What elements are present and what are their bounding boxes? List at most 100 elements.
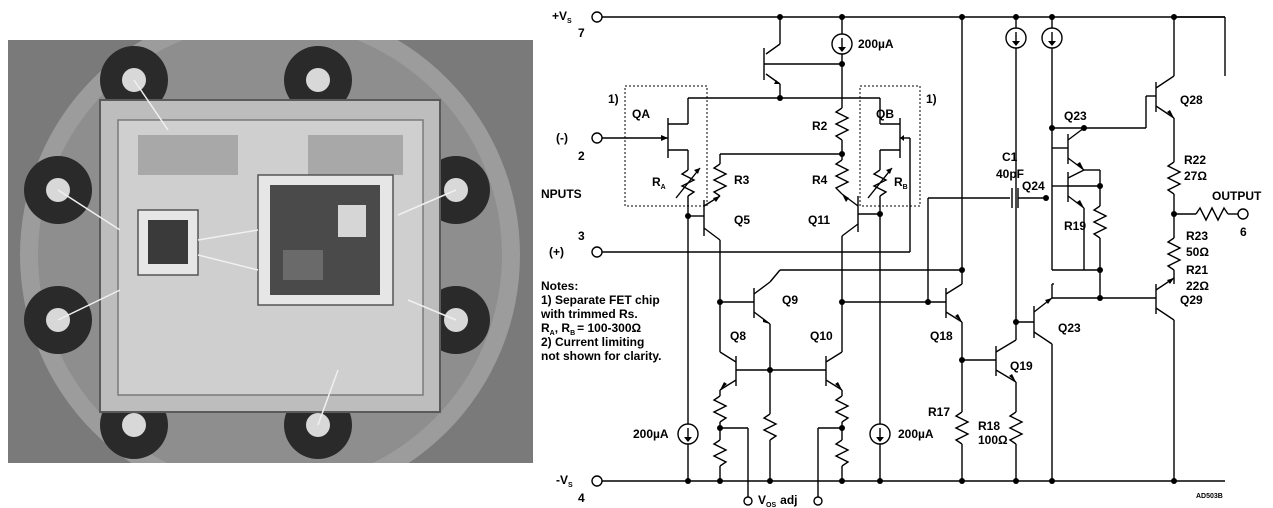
resistor-q8-lower xyxy=(712,439,728,467)
transistor-q23-upper xyxy=(1051,127,1085,171)
r21-label: R21 xyxy=(1186,263,1208,277)
transistor-q8 xyxy=(719,351,737,391)
bond-wire-7 xyxy=(197,229,259,241)
notes-block: Notes: 1) Separate FET chip with trimmed… xyxy=(540,279,661,363)
junction xyxy=(839,478,845,484)
resistor-r21 xyxy=(1166,237,1182,271)
resistor-r2 xyxy=(834,107,850,141)
q5-label: Q5 xyxy=(734,213,750,227)
inverting-input-terminal xyxy=(591,132,603,144)
notes-line-1: 1) Separate FET chip xyxy=(541,293,660,307)
pin-7-number: 7 xyxy=(578,26,585,40)
junction xyxy=(1043,195,1049,201)
jfet-qa xyxy=(661,98,689,170)
r22-value: 27Ω xyxy=(1184,169,1207,183)
transistor-q23-lower xyxy=(1033,283,1054,481)
bond-wire-4 xyxy=(397,189,457,216)
bond-wire-6 xyxy=(317,369,339,426)
junction xyxy=(717,478,723,484)
noninverting-input-terminal xyxy=(591,246,603,258)
r21-value: 22Ω xyxy=(1186,279,1209,293)
q11-label: Q11 xyxy=(808,213,830,227)
bond-wire-2 xyxy=(57,189,121,231)
rb-label: RB xyxy=(894,175,908,191)
transistor-q5 xyxy=(688,195,721,302)
resistor-center xyxy=(762,413,778,441)
current-source-left xyxy=(677,423,699,445)
junction xyxy=(685,478,691,484)
notes-title: Notes: xyxy=(541,279,578,293)
transistor-q24 xyxy=(1051,148,1085,270)
junction xyxy=(1013,14,1019,20)
q18-label: Q18 xyxy=(930,329,953,343)
bond-wire-5 xyxy=(407,299,457,321)
top-current-source-label: 200µA xyxy=(858,37,894,51)
transistor-q19 xyxy=(995,322,1017,412)
transistor-q29 xyxy=(1155,277,1175,481)
resistor-r3 xyxy=(712,163,728,197)
c1-value: 40pF xyxy=(996,167,1024,181)
q23-upper-label: Q23 xyxy=(1064,109,1087,123)
output-label: OUTPUT xyxy=(1212,189,1262,203)
junction xyxy=(1049,478,1055,484)
transistor-q18 xyxy=(945,270,963,412)
notes-line-2: with trimmed Rs. xyxy=(540,307,638,321)
notes-line-5: not shown for clarity. xyxy=(541,349,661,363)
junction xyxy=(1049,14,1055,20)
resistor-r4 xyxy=(834,159,850,195)
r2-label: R2 xyxy=(812,119,828,133)
bipolar-die-bond-pad xyxy=(338,205,366,237)
q24-label: Q24 xyxy=(1022,179,1045,193)
junction xyxy=(767,478,773,484)
junction xyxy=(839,14,845,20)
q9-label: Q9 xyxy=(782,293,798,307)
bond-wire-3 xyxy=(57,289,121,321)
noninverting-input-label: (+) xyxy=(549,245,564,259)
r18-label: R18 xyxy=(978,419,1000,433)
capacitor-c1 xyxy=(984,188,1046,208)
vos-adj-terminal-a xyxy=(743,496,753,506)
resistor-r17 xyxy=(954,411,970,445)
note-mark-a: 1) xyxy=(608,92,619,106)
fet-chip-b-outline xyxy=(859,85,921,207)
resistor-q10-emitter xyxy=(834,395,850,423)
resistor-r23 xyxy=(1195,206,1229,222)
transistor-q11 xyxy=(841,193,880,302)
r19-label: R19 xyxy=(1064,219,1086,233)
r23-label: R23 xyxy=(1186,229,1208,243)
bipolar-die-circuit xyxy=(283,250,323,280)
q28-label: Q28 xyxy=(1180,93,1203,107)
positive-supply-rail xyxy=(591,11,1225,23)
r4-label: R4 xyxy=(812,173,828,187)
negative-supply-rail xyxy=(591,475,1225,487)
inverting-input-label: (-) xyxy=(556,131,568,145)
left-current-source-label: 200µA xyxy=(633,427,669,441)
q23-lower-label: Q23 xyxy=(1058,321,1081,335)
r17-label: R17 xyxy=(928,405,950,419)
pin-7-terminal xyxy=(591,11,603,23)
figure-code: AD503B xyxy=(1196,493,1223,500)
junction xyxy=(777,14,783,20)
pin-7-post xyxy=(122,413,146,437)
transistor-q28 xyxy=(1155,17,1175,162)
ra-label: RA xyxy=(652,175,666,191)
junction xyxy=(877,478,883,484)
output-terminal xyxy=(1237,208,1249,220)
c1-label: C1 xyxy=(1002,150,1018,164)
r3-label: R3 xyxy=(734,173,750,187)
r23-value: 50Ω xyxy=(1186,245,1209,259)
qb-label: QB xyxy=(876,107,894,121)
resistor-r19 xyxy=(1092,205,1108,239)
current-source-right xyxy=(869,423,891,445)
trim-resistor-ra xyxy=(675,167,701,216)
notes-line-4: 2) Current limiting xyxy=(541,335,644,349)
trim-resistor-rb xyxy=(867,167,893,214)
q19-label: Q19 xyxy=(1010,359,1033,373)
q10-label: Q10 xyxy=(810,329,833,343)
die-photograph xyxy=(8,40,533,463)
note-mark-b: 1) xyxy=(926,92,937,106)
notes-line-3: RA, RB= 100-300Ω xyxy=(541,321,642,337)
vos-adj-terminal-b xyxy=(813,496,823,506)
pin-2-number: 2 xyxy=(578,149,585,163)
